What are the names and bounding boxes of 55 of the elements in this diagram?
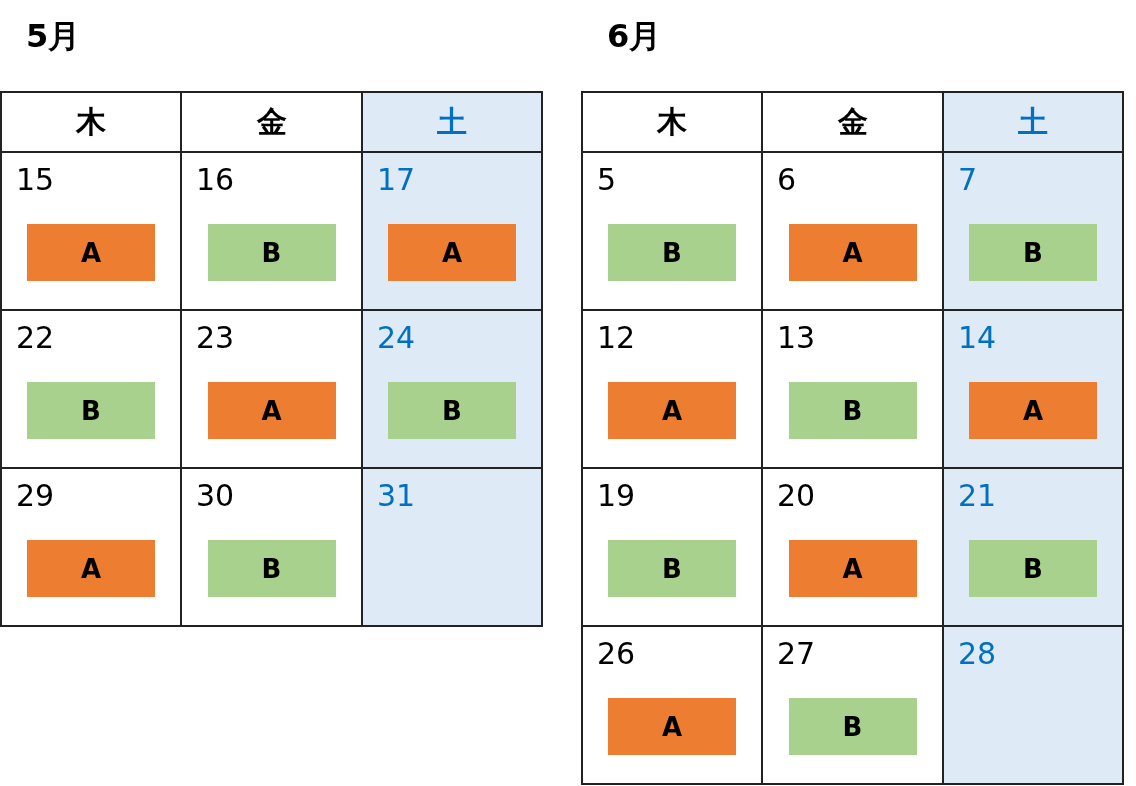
shift-badge: A (788, 540, 917, 597)
date-number: 16 (196, 161, 235, 199)
date-number: 15 (16, 161, 55, 199)
month-heading: 5月 (26, 16, 81, 56)
calendar-cell (0, 467, 182, 627)
shift-badge: B (969, 224, 1097, 281)
calendar-cell (361, 467, 543, 627)
shift-badge: B (207, 540, 336, 597)
date-number: 7 (958, 161, 978, 199)
date-number: 21 (958, 477, 997, 515)
date-number: 29 (16, 477, 55, 515)
shift-badge: A (207, 382, 336, 439)
calendar-cell (942, 467, 1124, 627)
date-number: 20 (777, 477, 816, 515)
shift-badge: B (608, 224, 736, 281)
weekday-header: 土 (361, 91, 543, 153)
date-number: 27 (777, 635, 816, 673)
date-number: 28 (958, 635, 997, 673)
date-number: 24 (377, 319, 416, 357)
calendar-cell (581, 625, 763, 785)
date-number: 17 (377, 161, 416, 199)
calendar-cell (942, 309, 1124, 469)
date-number: 5 (597, 161, 617, 199)
date-number: 13 (777, 319, 816, 357)
date-number: 23 (196, 319, 235, 357)
calendar-cell (361, 309, 543, 469)
weekday-header: 木 (581, 91, 763, 153)
calendar-cell (361, 151, 543, 311)
shift-badge: B (788, 382, 917, 439)
weekday-header: 木 (0, 91, 182, 153)
calendar-cell (942, 625, 1124, 785)
shift-badge: A (27, 224, 155, 281)
date-number: 31 (377, 477, 416, 515)
date-number: 30 (196, 477, 235, 515)
shift-badge: A (608, 382, 736, 439)
shift-badge: A (788, 224, 917, 281)
date-number: 14 (958, 319, 997, 357)
shift-badge: A (608, 698, 736, 755)
date-number: 26 (597, 635, 636, 673)
weekday-header: 土 (942, 91, 1124, 153)
date-number: 22 (16, 319, 55, 357)
date-number: 19 (597, 477, 636, 515)
calendar-cell (942, 151, 1124, 311)
shift-badge: A (388, 224, 516, 281)
shift-badge: B (788, 698, 917, 755)
shift-badge: B (27, 382, 155, 439)
shift-badge: B (388, 382, 516, 439)
shift-badge: B (969, 540, 1097, 597)
shift-badge: A (27, 540, 155, 597)
date-number: 12 (597, 319, 636, 357)
shift-badge: B (207, 224, 336, 281)
shift-badge: A (969, 382, 1097, 439)
shift-badge: B (608, 540, 736, 597)
date-number: 6 (777, 161, 797, 199)
month-heading: 6月 (607, 16, 662, 56)
